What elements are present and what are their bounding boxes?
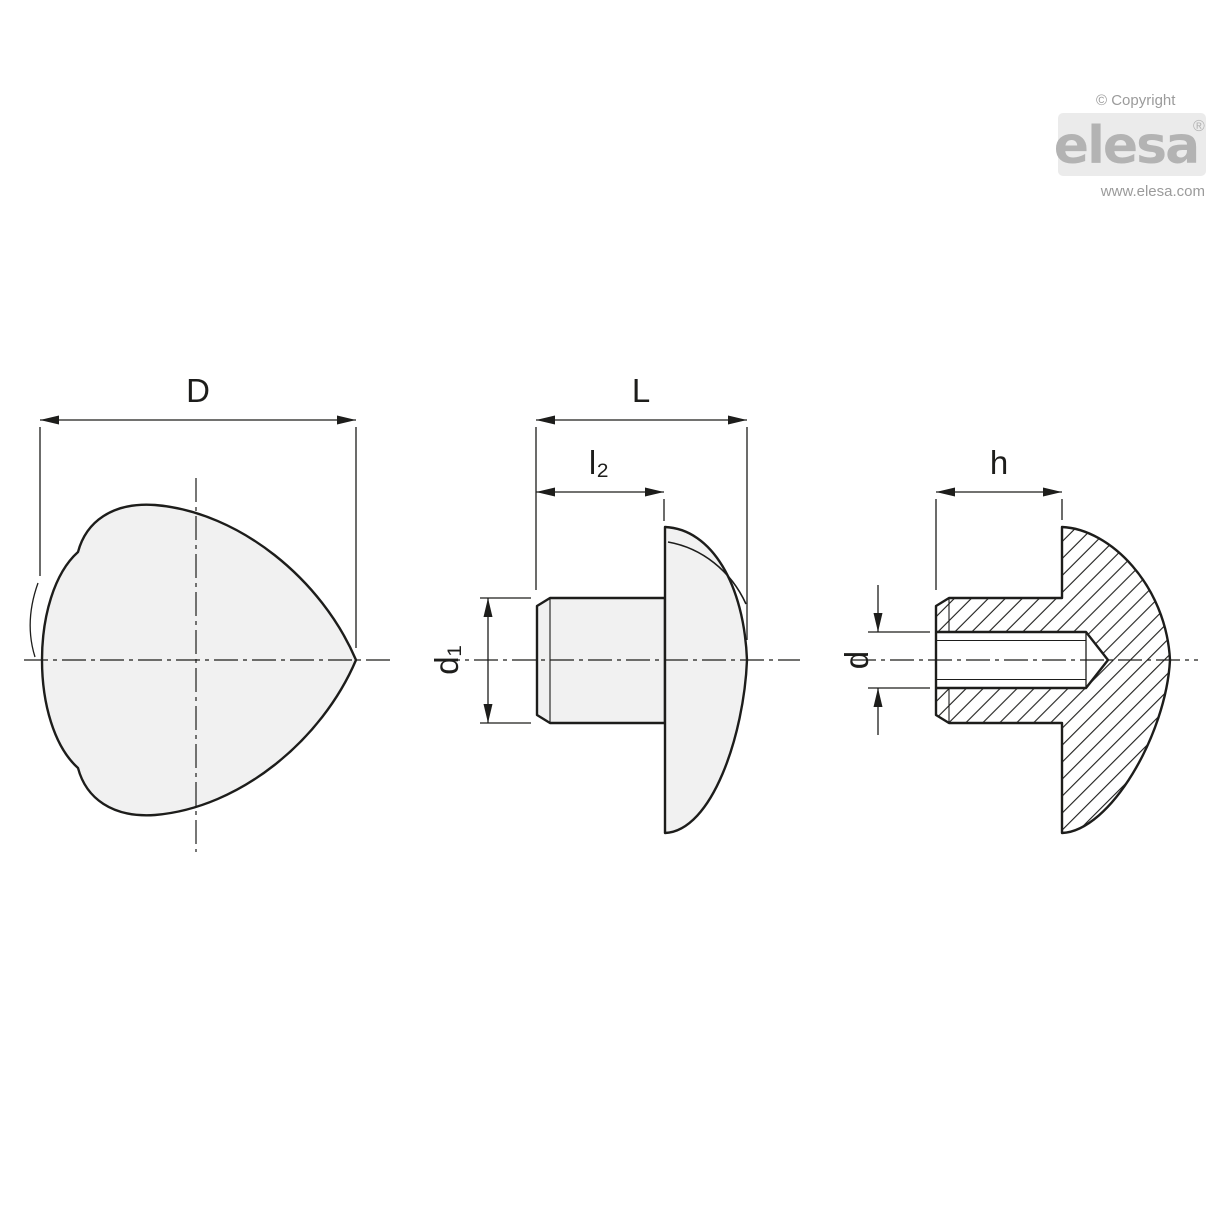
dim-l2: l₂ (536, 444, 665, 521)
arrow-d-top (873, 613, 883, 632)
side-body-top-edge (667, 541, 747, 605)
arrow-d1-top (483, 598, 493, 617)
registered-mark-icon: ® (1193, 118, 1205, 135)
arrow-h-right (1043, 487, 1062, 497)
website-text: www.elesa.com (1100, 183, 1205, 200)
dim-L: L (535, 372, 748, 640)
arrow-h-left (936, 487, 955, 497)
front-left-arc-mark (29, 582, 39, 658)
dim-label-d: d (838, 651, 875, 669)
dim-label-l2: l₂ (589, 444, 609, 481)
brand-block: © Copyright elesa ® www.elesa.com (1054, 92, 1206, 200)
arrow-D-left (40, 415, 59, 425)
dim-label-d1: d₁ (428, 645, 465, 675)
arrow-l2-right (645, 487, 664, 497)
arrow-d-bottom (873, 688, 883, 707)
side-view: L l₂ d₁ (428, 372, 800, 835)
arrow-D-right (337, 415, 356, 425)
dim-d1: d₁ (428, 597, 531, 724)
arrow-d1-bottom (483, 704, 493, 723)
dim-label-D: D (186, 372, 210, 409)
arrow-l2-left (536, 487, 555, 497)
dim-h: h (935, 444, 1063, 590)
copyright-text: © Copyright (1096, 92, 1176, 109)
logo-background (1058, 113, 1206, 176)
section-view: h d (838, 444, 1198, 835)
dim-label-L: L (632, 372, 650, 409)
dim-d: d (838, 585, 930, 735)
arrow-L-right (728, 415, 747, 425)
dim-D: D (39, 372, 357, 648)
front-view: D (24, 372, 392, 852)
arrow-L-left (536, 415, 555, 425)
elesa-logo: elesa (1054, 116, 1198, 176)
side-body-outline (663, 525, 749, 835)
dim-label-h: h (990, 444, 1008, 481)
